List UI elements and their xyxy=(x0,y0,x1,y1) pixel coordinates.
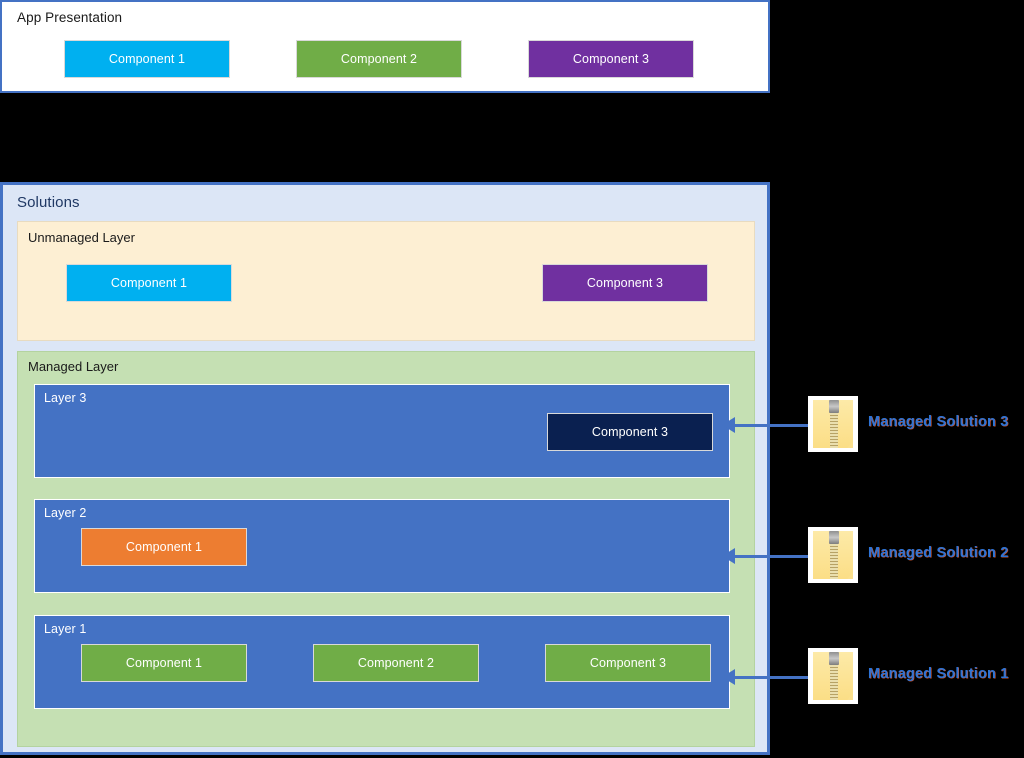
arrow-left-icon xyxy=(722,417,735,433)
unmanaged-component-3[interactable]: Component 3 xyxy=(542,264,708,302)
managed-solution-1-label: Managed Solution 1 xyxy=(868,666,1009,682)
layer-3-title: Layer 3 xyxy=(44,391,87,405)
app-presentation-panel: App Presentation Component 1 Component 2… xyxy=(0,0,770,93)
layer-1-title: Layer 1 xyxy=(44,622,87,636)
managed-solution-3-label: Managed Solution 3 xyxy=(868,414,1009,430)
managed-solution-1-callout: Managed Solution 1 xyxy=(722,648,1022,708)
app-presentation-component-3[interactable]: Component 3 xyxy=(528,40,694,78)
unmanaged-layer-title: Unmanaged Layer xyxy=(28,230,135,245)
managed-layer-title: Managed Layer xyxy=(28,359,119,374)
layer-2-box: Layer 2 Component 1 xyxy=(34,499,730,593)
layer-3-component-3[interactable]: Component 3 xyxy=(547,413,713,451)
app-presentation-component-1[interactable]: Component 1 xyxy=(64,40,230,78)
layer-1-component-2[interactable]: Component 2 xyxy=(313,644,479,682)
managed-layer-box: Managed Layer Layer 3 Component 3 Layer … xyxy=(17,351,755,747)
app-presentation-title: App Presentation xyxy=(17,10,123,25)
app-presentation-component-2[interactable]: Component 2 xyxy=(296,40,462,78)
zipped-folder-icon[interactable] xyxy=(808,648,858,704)
layer-1-component-3[interactable]: Component 3 xyxy=(545,644,711,682)
solutions-panel: Solutions Unmanaged Layer Component 1 Co… xyxy=(0,182,770,755)
layer-1-component-1[interactable]: Component 1 xyxy=(81,644,247,682)
arrow-left-icon xyxy=(722,548,735,564)
unmanaged-layer-box: Unmanaged Layer Component 1 Component 3 xyxy=(17,221,755,341)
arrow-left-icon xyxy=(722,669,735,685)
layer-2-title: Layer 2 xyxy=(44,506,87,520)
managed-solution-2-label: Managed Solution 2 xyxy=(868,545,1009,561)
unmanaged-component-1[interactable]: Component 1 xyxy=(66,264,232,302)
managed-solution-2-callout: Managed Solution 2 xyxy=(722,527,1022,587)
layer-3-box: Layer 3 Component 3 xyxy=(34,384,730,478)
zipped-folder-icon[interactable] xyxy=(808,527,858,583)
layer-2-component-1[interactable]: Component 1 xyxy=(81,528,247,566)
arrow-line-icon xyxy=(722,424,808,427)
zipped-folder-icon[interactable] xyxy=(808,396,858,452)
arrow-line-icon xyxy=(722,555,808,558)
arrow-line-icon xyxy=(722,676,808,679)
layer-1-box: Layer 1 Component 1 Component 2 Componen… xyxy=(34,615,730,709)
managed-solution-3-callout: Managed Solution 3 xyxy=(722,396,1022,456)
solutions-title: Solutions xyxy=(17,194,80,211)
